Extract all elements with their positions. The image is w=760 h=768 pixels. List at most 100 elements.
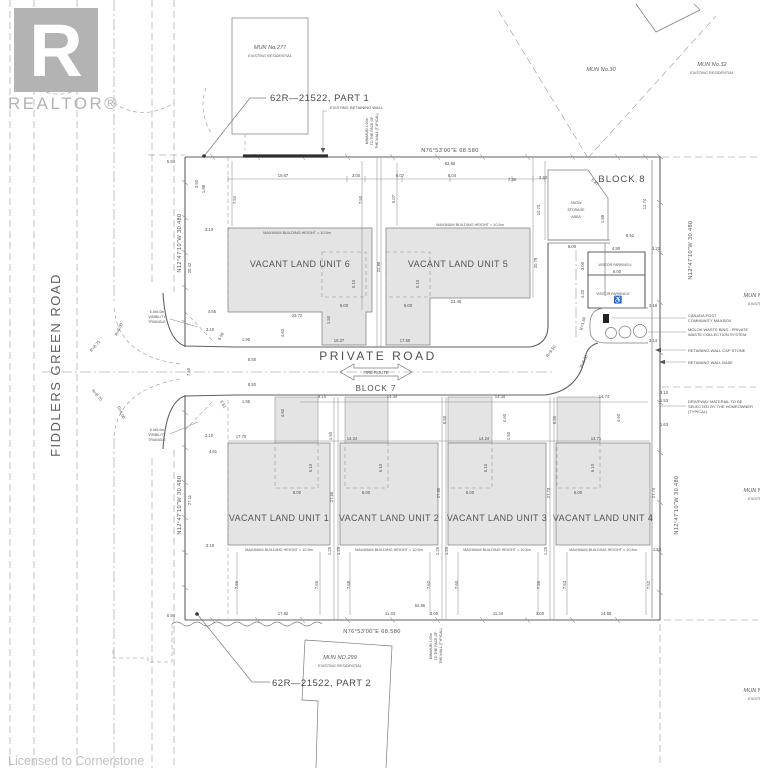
license-watermark: Licensed to Cornerstone [8,754,144,768]
dimension-label: 20.79 [533,257,538,268]
wall-clearance-note: TO THE FACE OF [370,117,374,146]
dimension-label: 7.66 [314,580,319,589]
visitor-parking-1-label: VISITOR PARKING① [598,263,632,267]
dimension-line [231,161,546,310]
leader-arrow [320,148,326,153]
driveway-apron [274,396,319,444]
molok-bin-icon [618,325,632,339]
driveway-callout: DRIVEWAY MATERIAL TO BE [688,399,743,404]
dimension-label: 8.92 [626,233,635,238]
unit-5: VACANT LAND UNIT 5 MAXIMUM BUILDING HEIG… [385,223,531,346]
unit-lot-area [447,442,547,546]
unit-label: VACANT LAND UNIT 5 [408,259,508,269]
reference-label: 62R—21522, PART 1 [270,93,369,104]
neighbor-label: MUN NO.299 [323,655,357,661]
dimension-label: 1.53 [660,398,669,403]
dimension-label: 3.19 [206,543,215,548]
dimension-label: 4.60 [280,328,285,337]
dimension-label: 1.95 [242,399,251,404]
block7-label: BLOCK 7 [356,384,397,393]
max-height-label: MAXIMUM BUILDING HEIGHT = 10.5m [569,548,637,552]
max-height-label: MAXIMUM BUILDING HEIGHT = 10.5m [355,548,423,552]
dimension-label: 6.00 [293,490,302,495]
retaining-wall-note: EXISTING RETAINING WALL MINIMUM 1.00m TO… [320,105,384,153]
dimension-label: 12.74 [642,198,647,209]
dimension-label: 27.73 [546,487,551,498]
realtor-logo: R REALTOR® [8,8,117,113]
visibility-triangles: 5.0x5.0m VISIBILITY TRIANGLE 5.0x5.0m VI… [148,310,213,442]
molok-callout: MOLOK WASTE BINS - PRIVATE [688,327,748,332]
dimension-label: 1.25 [327,546,332,555]
block8-label: BLOCK 8 [598,174,645,185]
top-row-lot-lines [227,157,546,347]
bearing-top: N76°53'00"E 68.580 [421,148,479,154]
visitor-parking: VISITOR PARKING① VISITOR PARKING② ♿ [587,251,646,309]
bottom-row-lot-lines [227,397,650,620]
wall-base-callout: RETAINING WALL BASE [688,360,733,365]
dimension-label: 3.16 [206,327,215,332]
unit-lot-area [385,227,531,346]
site-boundary: N76°53'00"E 68.580 N76°53'00"E 68.580 N1… [148,148,758,766]
leader-dot [195,612,199,616]
leader-line [322,110,327,148]
dimension-label: 7.36 [508,177,517,182]
dimension-label: 3.50 [194,179,199,188]
dimension-label: 4.60 [280,408,285,417]
dimension-label: 4.60 [502,413,507,422]
max-height-label: MAXIMUM BUILDING HEIGHT = 10.5m [263,231,331,235]
dimension-label: 7.50 [186,367,191,376]
dimension-label: R=6.00 [578,354,589,369]
dimension-label: 7.53 [562,580,567,589]
canada-post-mailbox-icon [603,314,609,323]
dimension-label: 6.10 [351,279,356,288]
leader-lines [612,317,686,407]
molok-bin-icon [633,324,647,338]
turning-radius-dashed [113,307,181,437]
neighbor-sublabel: EXISTING RESIDENTIAL [690,71,734,75]
dimension-label: 17.55 [400,338,411,343]
dimension-label: 6.00 [404,303,413,308]
dimension-label: 1.95 [242,337,251,342]
dimension-label: R=8.75 [88,339,101,353]
reference-label: 62R—21522, PART 2 [272,678,371,689]
dimension-label: 6.07 [391,194,396,203]
dimension-label: 8.50 [248,357,257,362]
wall-clearance-note: MINIMUM 1.00m [365,118,369,145]
neighbor-label: MUN No.277 [254,45,287,51]
dimension-label: 6.10 [483,463,488,472]
dimension-label: 5.94 [167,159,176,164]
dimension-label: 6.10 [415,279,420,288]
dimension-label: 14.24 [347,436,358,441]
leader-line [169,318,199,328]
dimension-label: 10.74 [536,204,541,215]
unit-4: VACANT LAND UNIT 4 MAXIMUM BUILDING HEIG… [553,396,653,552]
dimension-label: R=9.50 [545,344,557,359]
building-outline [231,17,309,135]
unit-3: VACANT LAND UNIT 3 MAXIMUM BUILDING HEIG… [447,396,547,552]
driveway-apron [447,396,493,444]
snow-label: SNOW [571,201,583,205]
leader-line [169,421,199,435]
dimension-label: 3.00 [430,611,439,616]
dimension-label: 6.10 [378,463,383,472]
dimension-label: 14.24 [479,436,490,441]
neighbor-label-partial: MUN No. [744,488,760,494]
dimension-label: 6.00 [613,269,622,274]
survey-ticks [181,179,189,591]
visibility-note: VISIBILITY [148,433,166,437]
dimension-label: 22.98 [376,261,381,272]
lot-lines-dashed [497,9,717,159]
dimension-label: 27.11 [187,494,192,505]
dimension-label: 7.52 [646,580,651,589]
dimension-label: 21.45 [451,299,462,304]
reference-part2: 62R—21522, PART 2 [195,612,371,689]
dimension-label: 7.58 [346,580,351,589]
driveway-lines [202,87,246,150]
dimension-label: 7.66 [234,580,239,589]
retaining-wall-edge [548,239,610,244]
bearing-bottom: N76°53'00"E 68.580 [343,629,401,635]
dimension-label: 7.62 [426,580,431,589]
garage-envelope [321,251,367,298]
reference-part1: 62R—21522, PART 1 [202,93,369,158]
